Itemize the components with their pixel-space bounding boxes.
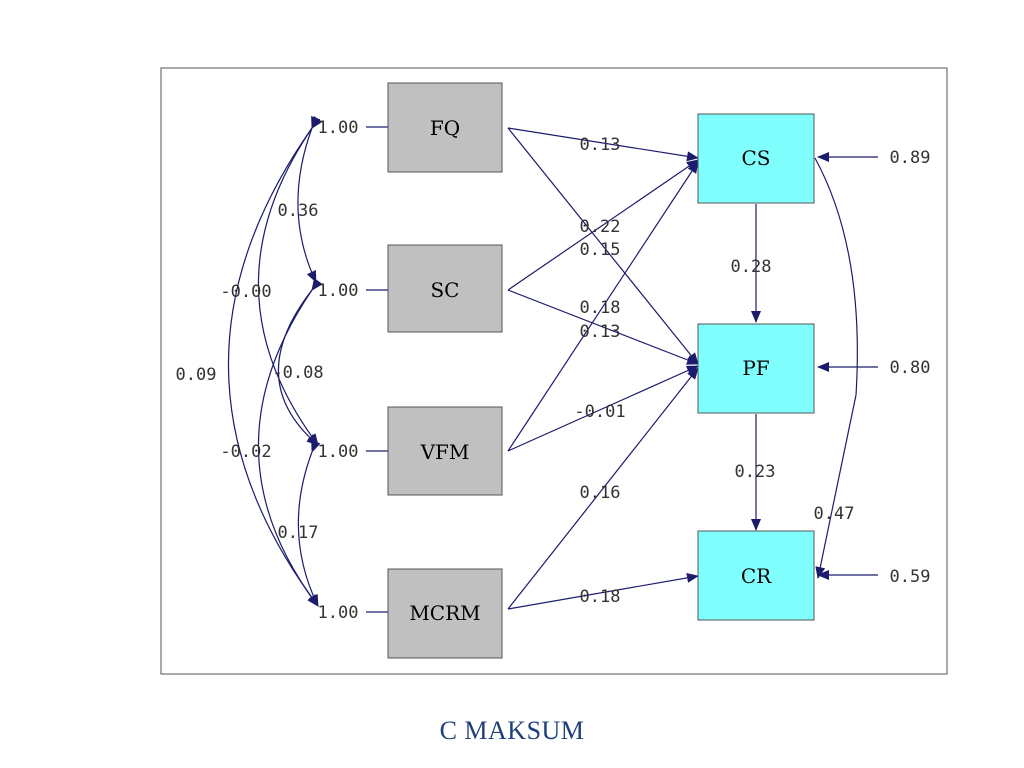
path-fq-pf [507,127,699,365]
path-label-fq-pf: 0.22 [580,217,621,237]
node-label-mcrm: MCRM [409,601,480,625]
node-fq: FQ [387,82,503,173]
correlation-labels: 0.36 -0.00 0.09 -0.08 -0.02 0.17 [176,201,324,543]
path-label-cs-pf: 0.28 [731,257,772,277]
node-sc: SC [387,244,503,333]
corr-label-sc-mcrm: -0.02 [220,442,271,462]
path-label-fq-cs: 0.13 [580,135,621,155]
node-label-sc: SC [430,278,459,302]
path-sc-pf [507,289,699,365]
node-vfm: VFM [387,406,503,496]
variance-label-fq: 1.00 [318,118,359,138]
exogenous-nodes: FQ SC VFM MCRM [387,82,503,659]
corr-arc-fq-vfm [257,116,323,446]
variance-label-vfm: 1.00 [318,442,359,462]
node-label-cr: CR [741,564,772,588]
variance-label-sc: 1.00 [318,281,359,301]
path-vfm-cs [507,161,699,452]
endogenous-nodes: CS PF CR [697,113,815,621]
node-pf: PF [697,323,815,414]
path-arrows [507,127,858,610]
corr-arc-sc-vfm [277,278,323,446]
corr-label-fq-vfm: -0.00 [220,282,271,302]
path-mcrm-pf [507,367,699,610]
node-label-cs: CS [741,146,770,170]
path-cs-cr [814,157,858,579]
correlation-arcs [227,115,323,607]
path-vfm-pf [507,365,699,452]
path-label-sc-pf: 0.18 [580,298,621,318]
variance-label-mcrm: 1.00 [318,603,359,623]
variance-stubs [366,126,388,613]
corr-label-sc-vfm: -0.08 [272,363,323,383]
path-mcrm-cr [507,572,699,610]
path-label-mcrm-cr: 0.18 [580,587,621,607]
path-label-sc-cs: 0.15 [580,240,621,260]
path-sc-cs [507,159,699,291]
corr-arc-fq-mcrm [227,116,323,607]
corr-arc-sc-mcrm [257,278,323,607]
path-label-vfm-pf: -0.01 [574,402,625,422]
node-mcrm: MCRM [387,568,503,659]
path-labels: 0.13 0.22 0.15 0.18 0.13 -0.01 0.16 0.18… [574,135,854,607]
error-arrows [817,152,878,580]
node-label-fq: FQ [430,116,460,140]
caption: C MAKSUM [439,716,585,745]
corr-label-fq-mcrm: 0.09 [176,365,217,385]
variance-labels: 1.00 1.00 1.00 1.00 [318,118,359,623]
corr-label-vfm-mcrm: 0.17 [278,523,319,543]
path-label-cs-cr: 0.47 [814,504,855,524]
path-fq-cs [507,127,699,162]
error-label-cr: 0.59 [890,567,931,587]
node-cs: CS [697,113,815,204]
corr-label-fq-sc: 0.36 [278,201,319,221]
path-label-pf-cr: 0.23 [735,462,776,482]
error-label-pf: 0.80 [890,358,931,378]
node-label-pf: PF [742,356,769,380]
node-label-vfm: VFM [420,440,470,464]
error-label-cs: 0.89 [890,148,931,168]
path-label-mcrm-pf: 0.16 [580,483,621,503]
node-cr: CR [697,530,815,621]
error-labels: 0.89 0.80 0.59 [890,148,931,587]
path-label-vfm-cs: 0.13 [580,322,621,342]
